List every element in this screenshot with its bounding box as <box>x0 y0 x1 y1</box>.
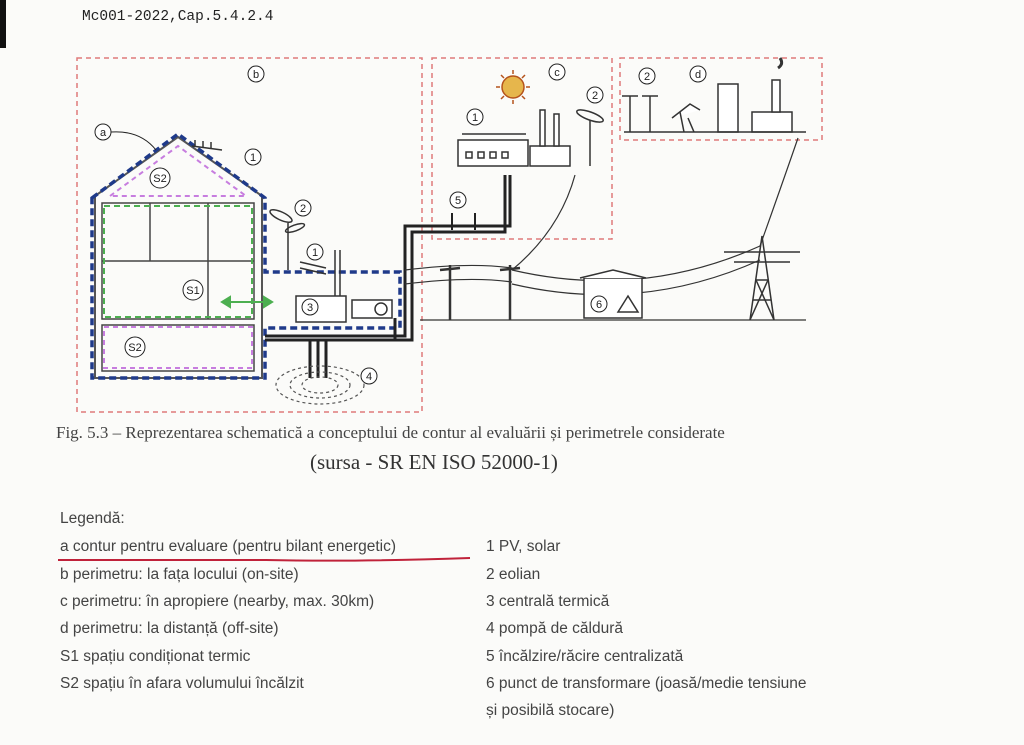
legend-item-b: b perimetru: la fața locului (on-site) <box>60 566 299 583</box>
svg-text:3: 3 <box>307 302 313 314</box>
legend-item-s2: S2 spațiu în afara volumului încălzit <box>60 675 304 692</box>
scan-edge <box>0 0 6 48</box>
s2-boundary-bottom <box>103 326 253 369</box>
legend-item-2: 2 eolian <box>486 566 541 583</box>
marker-s2-attic: S2 <box>149 167 171 189</box>
marker-a: a <box>94 123 112 141</box>
legend-title: Legendă: <box>60 510 125 527</box>
svg-text:6: 6 <box>596 299 602 311</box>
nearby-wind-turbine-icon <box>576 109 604 166</box>
power-lines <box>404 137 806 321</box>
marker-5: 5 <box>449 191 467 209</box>
house-outline <box>94 135 263 379</box>
house-rooms <box>101 202 255 372</box>
wind-turbine-icon <box>269 209 306 270</box>
legend-item-5: 5 încălzire/răcire centralizată <box>486 648 684 665</box>
svg-text:2: 2 <box>644 71 650 83</box>
legend-item-6: 6 punct de transformare (joasă/medie ten… <box>486 675 807 692</box>
svg-text:1: 1 <box>312 247 318 259</box>
marker-1-nearby: 1 <box>466 108 484 126</box>
marker-d: d <box>689 65 707 83</box>
district-connector-icon <box>451 213 476 230</box>
marker-4: 4 <box>360 367 378 385</box>
svg-text:2: 2 <box>592 90 598 102</box>
svg-text:c: c <box>554 67 560 79</box>
utility-poles <box>439 265 521 320</box>
figure-caption: Fig. 5.3 – Reprezentarea schematică a co… <box>56 423 725 442</box>
transmission-pylon-icon <box>724 235 800 321</box>
figure-source: (sursa - SR EN ISO 52000-1) <box>310 450 558 474</box>
factory-icon <box>457 109 571 167</box>
marker-3: 3 <box>301 298 319 316</box>
offsite-plants-icon <box>622 79 806 133</box>
marker-2-offsite: 2 <box>638 67 656 85</box>
svg-text:2: 2 <box>300 203 306 215</box>
legend-underline <box>58 557 471 562</box>
perimeter-b <box>76 57 423 413</box>
svg-text:S1: S1 <box>186 285 199 297</box>
marker-a-pointer <box>110 131 157 151</box>
perimeter-c <box>431 57 613 240</box>
svg-text:5: 5 <box>455 195 461 207</box>
svg-text:b: b <box>253 69 259 81</box>
legend-item-a: a contur pentru evaluare (pentru bilanț … <box>60 538 397 555</box>
marker-s1: S1 <box>182 279 204 301</box>
marker-b: b <box>247 65 265 83</box>
legend-item-4: 4 pompă de căldură <box>486 620 624 637</box>
marker-2-nearby: 2 <box>586 86 604 104</box>
svg-text:1: 1 <box>472 112 478 124</box>
legend-item-c: c perimetru: în apropiere (nearby, max. … <box>60 593 375 610</box>
roof-pv-icon <box>191 140 223 151</box>
marker-s2-bottom: S2 <box>124 336 146 358</box>
marker-2-onsite: 2 <box>294 199 312 217</box>
plant-pv-icon <box>299 261 327 275</box>
marker-1-plant: 1 <box>306 243 324 261</box>
svg-text:d: d <box>695 69 701 81</box>
legend-item-3: 3 centrală termică <box>486 593 610 610</box>
marker-c: c <box>548 63 566 81</box>
marker-1-roof: 1 <box>244 148 262 166</box>
s1-boundary <box>103 205 253 318</box>
legend-item-d: d perimetru: la distanță (off-site) <box>60 620 279 637</box>
sun-icon <box>496 70 530 104</box>
ground-loop-icon <box>275 365 365 405</box>
svg-text:1: 1 <box>250 152 256 164</box>
marker-6: 6 <box>590 295 608 313</box>
legend-item-6-continued: și posibilă stocare) <box>486 702 615 719</box>
svg-text:S2: S2 <box>153 173 166 185</box>
pipes <box>265 175 512 378</box>
offsite-smoke <box>777 57 784 70</box>
legend-item-1: 1 PV, solar <box>486 538 561 555</box>
svg-text:a: a <box>100 127 107 139</box>
schematic-figure: a b c d 1 2 1 3 4 5 1 2 2 6 S2 S1 S2 <box>76 57 823 413</box>
document-reference: Mc001-2022,Cap.5.4.2.4 <box>82 9 274 25</box>
svg-text:S2: S2 <box>128 342 141 354</box>
svg-text:4: 4 <box>366 371 372 383</box>
perimeter-d <box>619 57 823 141</box>
exchange-arrow <box>220 295 274 309</box>
contour-a <box>90 131 402 380</box>
transformer-station-icon <box>579 269 647 319</box>
legend-item-s1: S1 spațiu condiționat termic <box>60 648 251 665</box>
s2-boundary-attic <box>106 144 250 197</box>
